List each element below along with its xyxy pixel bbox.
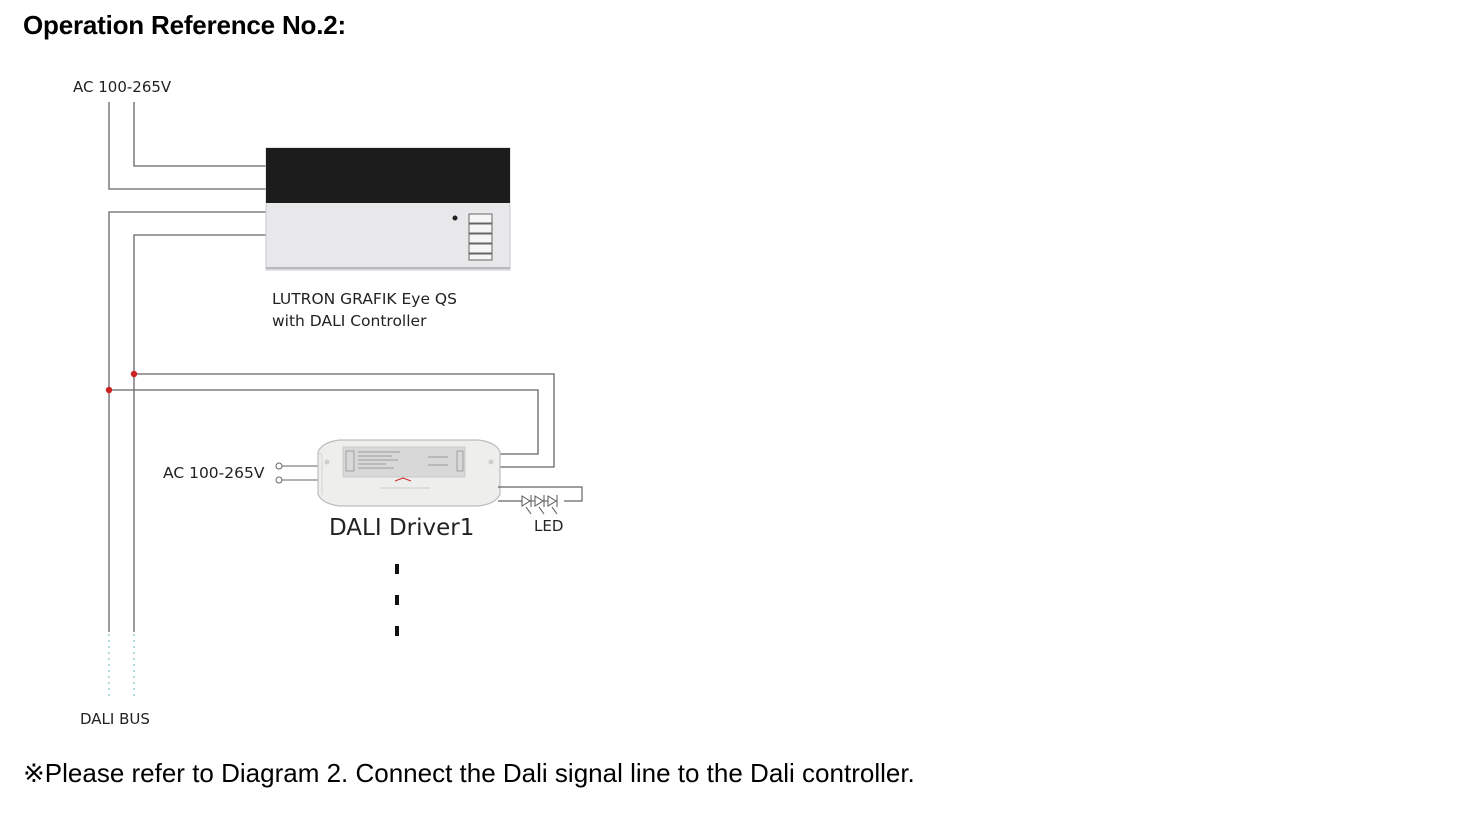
dali-bus-continuation (108, 634, 135, 700)
ac-top-label: AC 100-265V (73, 78, 172, 96)
dali-bus-wires (108, 211, 555, 632)
driver-label: DALI Driver1 (329, 515, 474, 541)
controller-label-line1: LUTRON GRAFIK Eye QS (272, 290, 457, 308)
dali-bus-label: DALI BUS (80, 710, 150, 728)
lutron-controller (265, 147, 511, 271)
instruction-footnote: ※Please refer to Diagram 2. Connect the … (23, 758, 915, 788)
junction-dot (105, 386, 113, 394)
junction-dot (130, 370, 138, 378)
more-drivers-ellipsis (395, 564, 399, 636)
led-label: LED (534, 517, 563, 535)
led-output-wires (498, 486, 583, 502)
led-icon (521, 495, 558, 515)
scene-buttons (468, 213, 493, 261)
driver-nameplate (342, 446, 466, 478)
ac-input-terminals (275, 462, 318, 484)
controller-label-line2: with DALI Controller (272, 312, 427, 330)
page-heading: Operation Reference No.2: (23, 10, 346, 40)
ac-mains-wires (108, 102, 266, 190)
dali-driver (317, 439, 501, 507)
indicator-light (452, 215, 458, 221)
ac-driver-label: AC 100-265V (163, 464, 265, 482)
